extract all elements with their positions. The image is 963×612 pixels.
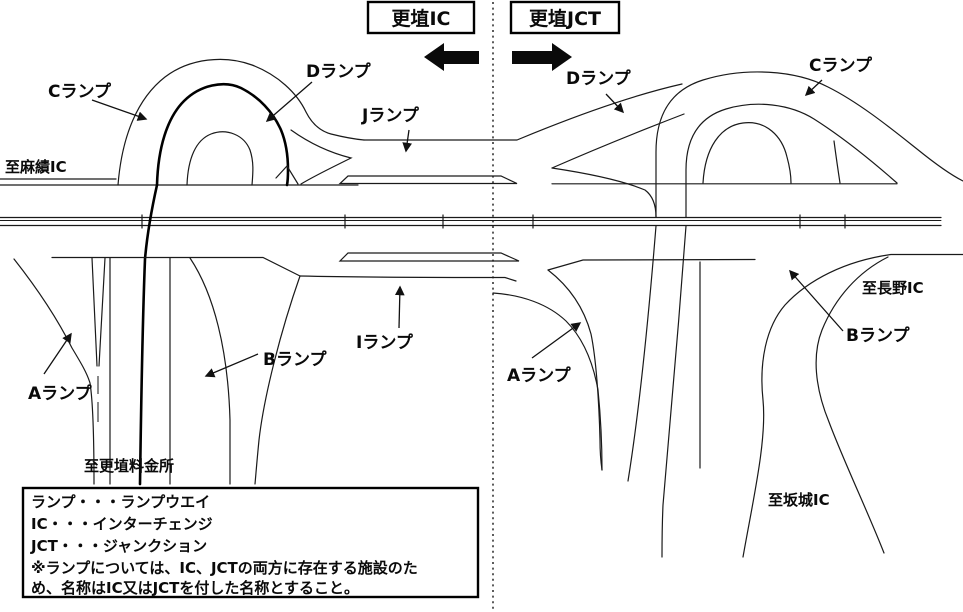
d-ramp-left-pointer-arrow xyxy=(265,81,313,122)
legend-line-jct: JCT・・・ジャンクション xyxy=(30,537,207,555)
legend-box xyxy=(21,486,480,599)
a-ramp-left-outer xyxy=(13,258,95,485)
a-ramp-left-label: Aランプ xyxy=(28,383,93,404)
legend-note-line-1: ※ランプについては、IC、JCTの両方に存在する施設のた xyxy=(31,559,418,577)
d-ramp-left-label: Dランプ xyxy=(306,61,372,82)
c-ramp-right-label: Cランプ xyxy=(809,55,873,76)
b-ramp-left-outer xyxy=(254,275,301,485)
i-ramp-pointer-arrow xyxy=(394,285,405,329)
d-ramp-right-label: Dランプ xyxy=(566,68,632,89)
mainline-crossing-ticks xyxy=(141,214,846,229)
koshoku-jct-title: 更埴JCT xyxy=(529,7,601,30)
legend-note-line-2: め、名称はIC又はJCTを付した名称とすること。 xyxy=(31,579,359,597)
i-ramp-label: Iランプ xyxy=(356,332,414,353)
c-ramp-loop-outer xyxy=(117,58,365,186)
to-nagano-ic-label: 至長野IC xyxy=(862,279,924,297)
j-ramp-label: Jランプ xyxy=(361,105,420,126)
j-ramp-bridge xyxy=(338,175,518,185)
a-ramp-right-pointer-arrow xyxy=(531,322,582,359)
sakaki-road-right-edge xyxy=(661,225,687,558)
right-gore-wedge-edge xyxy=(551,167,657,218)
b-ramp-right-outer xyxy=(742,253,963,558)
legend-line-ramp: ランプ・・・ランプウエイ xyxy=(31,493,210,511)
right-inner-arch xyxy=(702,122,792,184)
legend-line-ic: IC・・・インターチェンジ xyxy=(31,515,213,533)
to-omi-ic-label: 至麻績IC xyxy=(5,158,67,176)
j-ramp-road-edge xyxy=(363,83,683,141)
ic-lower-collector-edge xyxy=(51,256,301,277)
c-ramp-left-label: Cランプ xyxy=(48,81,112,102)
c-ramp-right-inner xyxy=(685,103,898,218)
d-ramp-to-tollgate-thick xyxy=(138,183,159,486)
b-ramp-right-pointer-arrow xyxy=(789,269,844,332)
a-ramp-right-outer xyxy=(492,292,603,471)
to-sakaki-ic-label: 至坂城IC xyxy=(768,491,830,509)
c-ramp-right-outer xyxy=(655,71,963,218)
b-ramp-right-label: Bランプ xyxy=(846,325,910,346)
a-ramp-right-inner xyxy=(547,269,603,471)
d-ramp-right-lower-edge xyxy=(551,113,685,169)
a-ramp-left-gore xyxy=(91,257,106,367)
b-ramp-left-pointer-arrow xyxy=(204,353,259,378)
koshoku-ic-title: 更埴IC xyxy=(391,7,450,30)
jct-lower-collector-edge xyxy=(547,258,756,271)
i-ramp-bridge xyxy=(338,252,520,262)
a-ramp-left-pointer-arrow xyxy=(43,332,72,375)
b-ramp-left-label: Bランプ xyxy=(263,349,327,370)
left-gore-wedge xyxy=(290,129,353,185)
d-ramp-loop-thick xyxy=(155,82,290,187)
jct-direction-arrow-icon xyxy=(512,43,572,71)
d-ramp-right-pointer-arrow xyxy=(605,93,625,114)
c-ramp-left-pointer-arrow xyxy=(91,99,148,121)
c-ramp-right-pointer-arrow xyxy=(804,79,823,97)
ic-direction-arrow-icon xyxy=(424,43,479,71)
i-ramp-road-edge xyxy=(299,275,517,282)
inner-loop xyxy=(186,131,254,186)
to-tollgate-label: 至更埴料金所 xyxy=(84,457,174,475)
left-gore-notch xyxy=(275,165,299,185)
j-ramp-pointer-arrow xyxy=(402,129,412,153)
koshoku-ic-title-box xyxy=(366,0,476,35)
right-gore-curve xyxy=(833,140,841,184)
b-ramp-right-inner xyxy=(815,256,889,554)
koshoku-jct-title-box xyxy=(509,0,621,35)
b-ramp-left-inner xyxy=(189,257,231,485)
a-ramp-right-label: Aランプ xyxy=(507,365,572,386)
sakaki-road-left-edge xyxy=(627,225,657,482)
